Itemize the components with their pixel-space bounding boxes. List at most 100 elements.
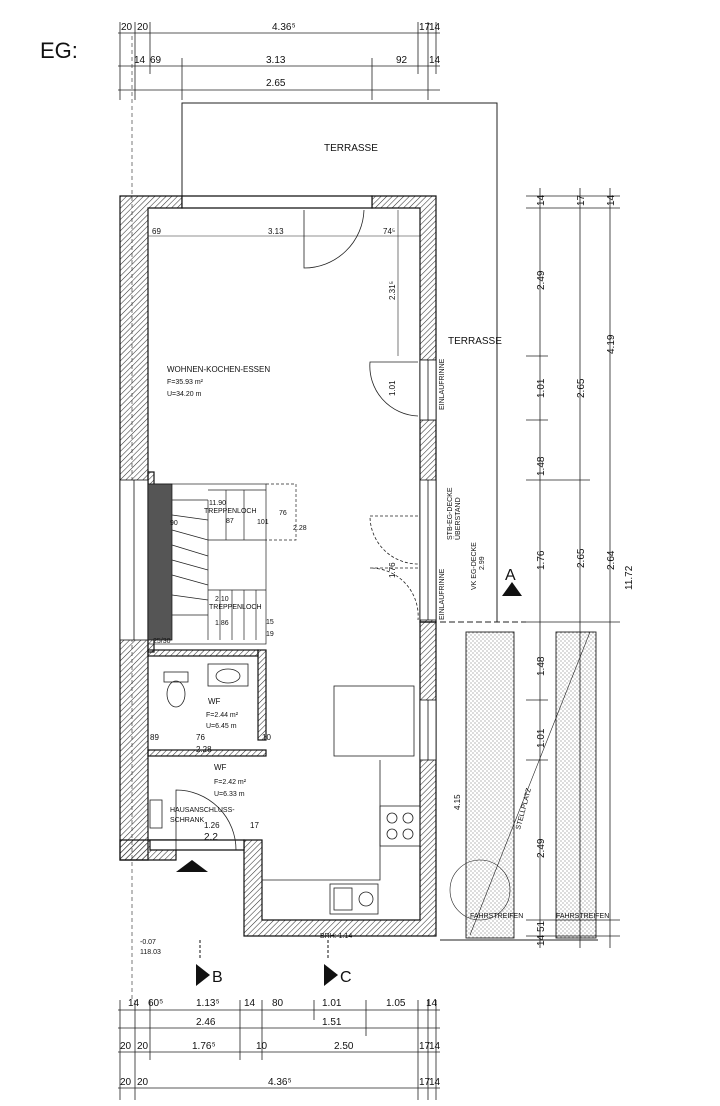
stair-t11: 25/30 — [153, 638, 171, 645]
dim-b4-2: 4.36⁵ — [268, 1077, 292, 1088]
dim-top-r1-3: 17 — [419, 22, 431, 33]
dim-b1-1: 60⁵ — [148, 998, 163, 1009]
floor-title: EG: — [40, 38, 78, 63]
dim-int-0: 2.31⁵ — [388, 281, 397, 300]
decke-4: 2.99 — [479, 556, 486, 570]
dim-inner-1: 3.13 — [268, 227, 284, 236]
dim-top-r1-0: 20 — [121, 22, 133, 33]
service-cabinet-label: HAUSANSCHLUSS- — [170, 807, 235, 814]
wc-dim-1: 76 — [196, 733, 205, 742]
section-b-label: B — [212, 969, 223, 986]
lane-right-label: FAHRSTREIFEN — [556, 913, 609, 920]
terrace-top-label: TERRASSE — [324, 143, 378, 154]
top-dim-texts: 20 20 4.36⁵ 17 14 14 69 3.13 92 14 2.65 — [121, 22, 441, 89]
einlaufrinne-2: EINLAUFRINNE — [439, 568, 446, 620]
dim-b3-1: 20 — [137, 1041, 149, 1052]
dim-b3-3: 10 — [256, 1041, 268, 1052]
dim-b1-2: 1.13⁵ — [196, 998, 220, 1009]
living-room-perimeter: U=34.20 m — [167, 391, 202, 398]
stair-t3: 76 — [279, 510, 287, 517]
dim-r2-2: 2.65 — [576, 548, 587, 568]
wc-dim-4: 1.26 — [204, 821, 220, 830]
stair-t9: 15 — [266, 619, 274, 626]
entrance-marker — [176, 860, 208, 872]
section-c-label: C — [340, 969, 352, 986]
dim-b1-5: 1.01 — [322, 998, 342, 1009]
wc-dim-5: 17 — [250, 821, 259, 830]
dim-b3-5: 17 — [419, 1041, 431, 1052]
einlaufrinne-1: EINLAUFRINNE — [439, 358, 446, 410]
dim-b3-4: 2.50 — [334, 1041, 354, 1052]
staircase — [147, 483, 297, 645]
dim-b1-3: 14 — [244, 998, 256, 1009]
dim-r2-1: 2.65 — [576, 378, 587, 398]
dim-r1-3: 1.48 — [536, 456, 547, 476]
right-dimension-lines — [526, 188, 620, 948]
decke-2: ÜBERSTAND — [454, 497, 462, 540]
dim-inner-0: 69 — [152, 227, 161, 236]
dim-r4-0: 11.72 — [624, 565, 635, 590]
dim-b2-1: 1.51 — [322, 1017, 342, 1028]
dim-b2-0: 2.46 — [196, 1017, 216, 1028]
parking-lanes — [440, 621, 598, 941]
dim-top-r2-0: 14 — [134, 55, 146, 66]
stair-t6: 90 — [170, 520, 178, 527]
section-c-marker — [324, 964, 338, 986]
dim-b1-0: 14 — [128, 998, 140, 1009]
dim-top-r3-0: 2.65 — [266, 78, 286, 89]
doors — [175, 209, 419, 851]
decke-1: STB-EG-DECKE — [447, 487, 454, 540]
inner-dims: 69 3.13 74⁵ 2.31⁵ 1.01 1.76 4.15 89 76 2… — [148, 210, 462, 830]
dim-r1-5: 1.48 — [536, 656, 547, 676]
dim-r1-2: 1.01 — [536, 378, 547, 398]
brh-label: BRH: 1.14 — [320, 933, 352, 940]
lane-left-label: FAHRSTREIFEN — [470, 913, 523, 920]
section-b-marker — [196, 964, 210, 986]
decke-3: VK EG-DECKE — [471, 542, 478, 590]
dim-top-r2-2: 3.13 — [266, 55, 286, 66]
stair-t5: 101 — [257, 519, 269, 526]
dim-r1-4: 1.76 — [536, 550, 547, 570]
stair-texts: 11.90 TREPPENLOCH 87 76 2.28 101 90 2.10… — [153, 500, 307, 645]
dim-r1-7: 2.49 — [536, 838, 547, 858]
dim-top-r1-1: 20 — [137, 22, 149, 33]
kitchen — [262, 685, 421, 915]
dim-r2-0: 17 — [576, 194, 587, 206]
top-dimension-chains — [118, 22, 440, 1000]
level-b: 118.03 — [140, 949, 161, 956]
dim-r1-6: 1.01 — [536, 728, 547, 748]
dim-b4-1: 20 — [137, 1077, 149, 1088]
bottom-dim-texts: 14 60⁵ 1.13⁵ 14 80 1.01 1.05 14 2.46 1.5… — [120, 998, 441, 1088]
stair-t8: 1.86 — [215, 620, 229, 627]
dim-r1-0: 14 — [536, 194, 547, 206]
wc-name: WF — [208, 697, 221, 706]
wc-dim-3: 10 — [262, 733, 271, 742]
stair-hole-label: TREPPENLOCH — [204, 508, 257, 515]
dim-b3-2: 1.76⁵ — [192, 1041, 216, 1052]
wc-fixtures — [149, 663, 249, 829]
terrace-side-label: TERRASSE — [448, 336, 502, 347]
stair-t4: 2.28 — [293, 525, 307, 532]
dim-r1-9: 14 — [536, 934, 547, 946]
dim-b4-4: 14 — [429, 1077, 441, 1088]
dim-top-r2-4: 14 — [429, 55, 441, 66]
dim-r3-1: 4.19 — [606, 334, 617, 354]
dim-b1-7: 14 — [426, 998, 438, 1009]
dim-b4-3: 17 — [419, 1077, 431, 1088]
dim-r3-0: 14 — [606, 194, 617, 206]
dim-int-2: 1.76 — [388, 562, 397, 578]
dim-int-1: 1.01 — [388, 380, 397, 396]
bottom-dimension-lines — [118, 1000, 440, 1100]
dim-int-3: 4.15 — [453, 794, 462, 810]
dim-top-r2-3: 92 — [396, 55, 408, 66]
stair-hole-label-2: TREPPENLOCH — [209, 604, 262, 611]
section-markers — [176, 582, 522, 986]
dim-r1-8: 51 — [536, 920, 547, 932]
dim-top-r1-2: 4.36⁵ — [272, 22, 296, 33]
section-a-marker — [502, 582, 522, 596]
section-a-label: A — [505, 567, 516, 584]
stair-t10: 19 — [266, 631, 274, 638]
stair-t7: 2.10 — [215, 596, 229, 603]
dim-b4-0: 20 — [120, 1077, 132, 1088]
